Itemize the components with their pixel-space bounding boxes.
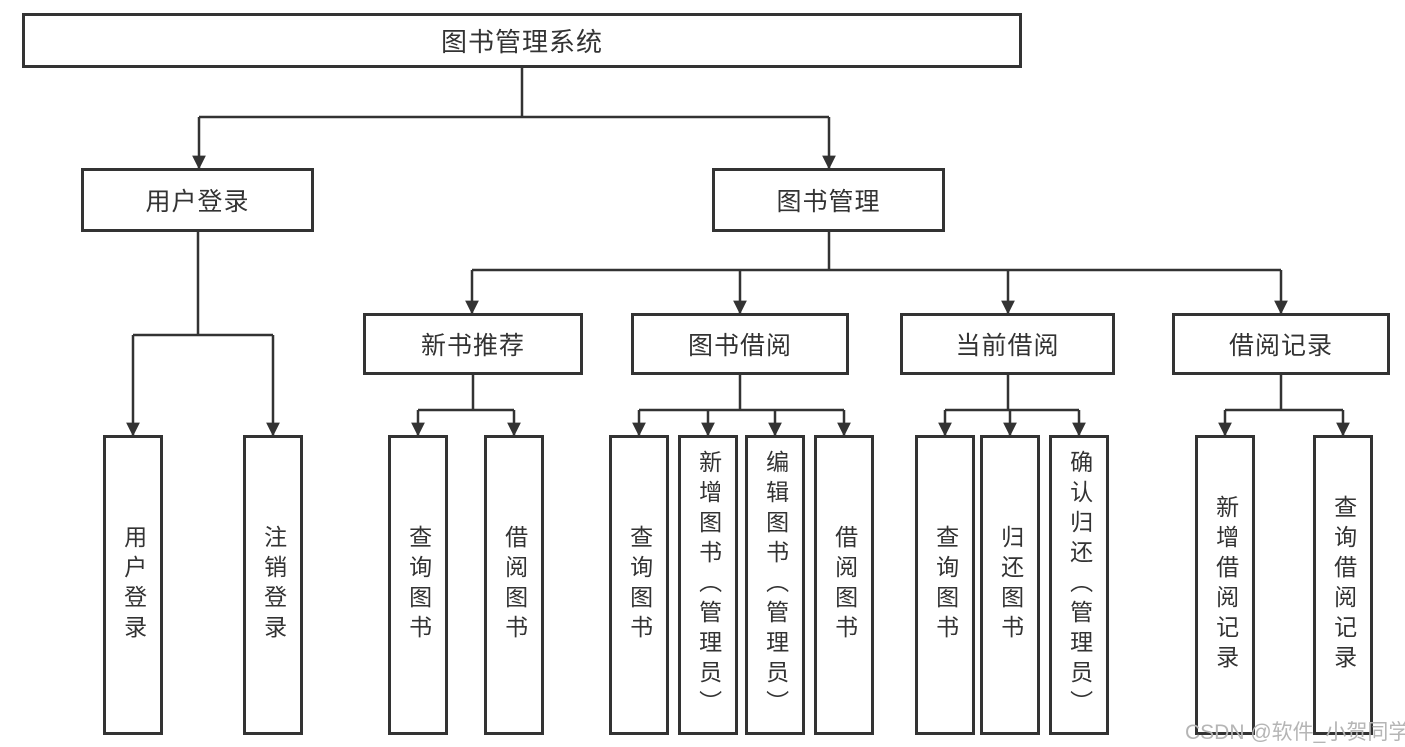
node-system-root: 图书管理系统 (22, 13, 1022, 68)
node-book-management: 图书管理 (712, 168, 945, 232)
watermark: CSDN @软件_小贺同学 (1185, 721, 1405, 744)
leaf-edit-books-admin: 编辑图书（管理员） (745, 435, 805, 735)
node-user-login-label: 用户登录 (145, 188, 250, 216)
leaf-add-borrow-record-label: 新增借阅记录 (1212, 495, 1239, 675)
leaf-query-books-current-label: 查询图书 (932, 525, 959, 645)
leaf-logout-label: 注销登录 (260, 525, 287, 645)
leaf-user-login-label: 用户登录 (120, 525, 147, 645)
node-borrowing-records: 借阅记录 (1172, 313, 1390, 375)
node-system-root-label: 图书管理系统 (440, 27, 603, 57)
leaf-borrow-books: 借阅图书 (814, 435, 874, 735)
leaf-query-borrow-record: 查询借阅记录 (1313, 435, 1373, 735)
leaf-query-books-recommend: 查询图书 (388, 435, 448, 735)
leaf-return-books: 归还图书 (980, 435, 1040, 735)
node-current-borrowing: 当前借阅 (900, 313, 1115, 375)
leaf-edit-books-admin-label: 编辑图书（管理员） (762, 450, 789, 720)
node-new-book-recommendation-label: 新书推荐 (420, 332, 525, 360)
leaf-query-borrow-record-label: 查询借阅记录 (1330, 495, 1357, 675)
leaf-query-books-recommend-label: 查询图书 (405, 525, 432, 645)
node-current-borrowing-label: 当前借阅 (955, 332, 1060, 360)
leaf-query-books-borrow: 查询图书 (609, 435, 669, 735)
leaf-add-books-admin-label: 新增图书（管理员） (695, 450, 722, 720)
leaf-query-books-current: 查询图书 (915, 435, 975, 735)
leaf-confirm-return-admin-label: 确认归还（管理员） (1066, 450, 1093, 720)
leaf-user-login: 用户登录 (103, 435, 163, 735)
node-borrowing-records-label: 借阅记录 (1228, 332, 1333, 360)
leaf-logout: 注销登录 (243, 435, 303, 735)
leaf-query-books-borrow-label: 查询图书 (626, 525, 653, 645)
leaf-confirm-return-admin: 确认归还（管理员） (1049, 435, 1109, 735)
leaf-add-borrow-record: 新增借阅记录 (1195, 435, 1255, 735)
node-book-borrowing-label: 图书借阅 (687, 332, 792, 360)
leaf-borrow-books-label: 借阅图书 (831, 525, 858, 645)
leaf-borrow-books-recommend-label: 借阅图书 (501, 525, 528, 645)
node-book-borrowing: 图书借阅 (631, 313, 849, 375)
node-book-management-label: 图书管理 (776, 188, 881, 216)
node-user-login: 用户登录 (81, 168, 314, 232)
leaf-return-books-label: 归还图书 (997, 525, 1024, 645)
leaf-borrow-books-recommend: 借阅图书 (484, 435, 544, 735)
leaf-add-books-admin: 新增图书（管理员） (678, 435, 738, 735)
node-new-book-recommendation: 新书推荐 (363, 313, 583, 375)
